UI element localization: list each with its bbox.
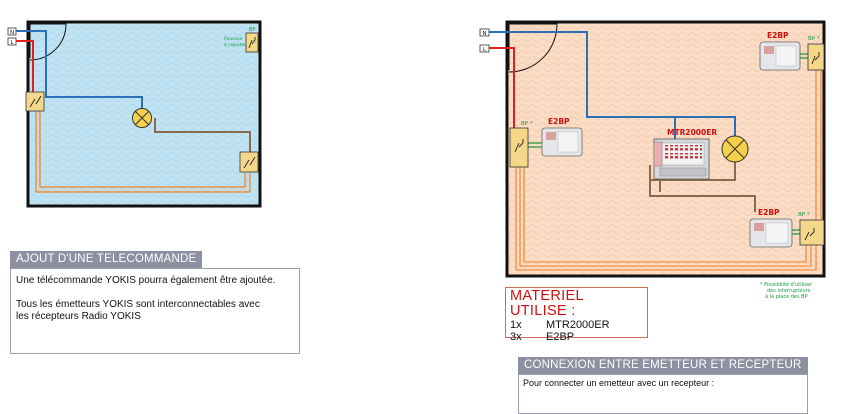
mtr2000er-module <box>653 138 710 180</box>
materiel-box: MATERIEL UTILISE : 1x MTR2000ER 3x E2BP <box>505 287 648 343</box>
materiel-item: 3x E2BP <box>510 331 643 343</box>
right-neutral-wire <box>489 31 736 146</box>
telecommande-panel-title: AJOUT D'UNE TELECOMMANDE <box>10 251 203 268</box>
left-neutral-wire <box>16 30 143 108</box>
bp-top-pushbutton[interactable] <box>807 43 825 71</box>
materiel-item-name: E2BP <box>546 331 575 343</box>
telecommande-para2-line1: Tous les émetteurs YOKIS sont interconne… <box>16 299 260 310</box>
materiel-item-qty: 3x <box>510 331 522 343</box>
footnote-line2: des interrupteurs <box>767 288 811 294</box>
left-phase-wire <box>16 40 34 93</box>
materiel-item-qty: 1x <box>510 319 522 331</box>
telecommande-panel: AJOUT D'UNE TELECOMMANDE Une télécommand… <box>10 249 300 354</box>
left-lamp-return-wire <box>154 118 251 153</box>
e2bp-bottom-label: E2BP <box>758 208 780 217</box>
e2bp-top-module <box>759 41 801 71</box>
left-bp-pushbutton[interactable] <box>245 32 259 53</box>
bp-left-label: BP * <box>521 121 533 127</box>
right-lamp-return-wire <box>649 160 736 181</box>
materiel-item: 1x MTR2000ER <box>510 319 643 331</box>
left-bp-note-line2: à rajouter <box>224 41 246 48</box>
right-phase-wire <box>489 47 515 128</box>
terminal-n-left-label: N <box>10 30 14 36</box>
terminal-l-right-label: L <box>483 47 487 53</box>
connexion-panel: CONNEXION ENTRE EMETTEUR ET RECEPTEUR Po… <box>518 357 808 414</box>
e2bp-left-module <box>541 127 583 157</box>
telecommande-para2: Tous les émetteurs YOKIS sont interconne… <box>16 299 294 323</box>
connexion-panel-text: Pour connecter un emetteur avec un recep… <box>523 378 715 388</box>
telecommande-panel-body: Une télécommande YOKIS pourra également … <box>10 268 300 354</box>
connexion-panel-body: Pour connecter un emetteur avec un recep… <box>518 374 808 414</box>
right-wiring-diagram: N L MTR2000ER E2BP BP * E2BP BP * <box>479 20 826 300</box>
e2bp-bottom-module <box>749 218 793 248</box>
terminal-l-left-label: L <box>11 40 15 46</box>
footnote-line3: à la place des BP <box>765 293 808 300</box>
footnote-line1: * Possibilité d'utiliser <box>760 281 813 288</box>
right-switch[interactable] <box>239 151 259 173</box>
left-switch[interactable] <box>25 91 45 112</box>
telecommande-para2-line2: les récepteurs Radio YOKIS <box>16 311 141 322</box>
left-traveller-wires <box>35 111 251 193</box>
materiel-title: MATERIEL UTILISE : <box>510 288 584 319</box>
connexion-panel-title: CONNEXION ENTRE EMETTEUR ET RECEPTEUR <box>518 357 808 374</box>
bp-bottom-pushbutton[interactable] <box>799 219 825 246</box>
telecommande-para1: Une télécommande YOKIS pourra également … <box>16 275 276 286</box>
left-bp-label: BP <box>249 27 255 33</box>
materiel-item-name: MTR2000ER <box>546 319 610 331</box>
mtr-label: MTR2000ER <box>667 128 717 137</box>
left-door-arc <box>29 23 67 61</box>
bp-left-pushbutton[interactable] <box>509 127 529 168</box>
e2bp-top-label: E2BP <box>767 31 789 40</box>
bp-bottom-label: BP * <box>798 212 810 218</box>
left-bp-note-line1: Poussoir <box>224 36 243 42</box>
bp-top-label: BP * <box>808 36 820 42</box>
left-wiring-diagram: N L BP Poussoir à rajouter <box>7 20 262 208</box>
e2bp-left-label: E2BP <box>548 117 570 126</box>
right-door-arc <box>508 23 558 73</box>
terminal-n-right-label: N <box>483 31 487 37</box>
right-bp-wires <box>515 167 817 271</box>
